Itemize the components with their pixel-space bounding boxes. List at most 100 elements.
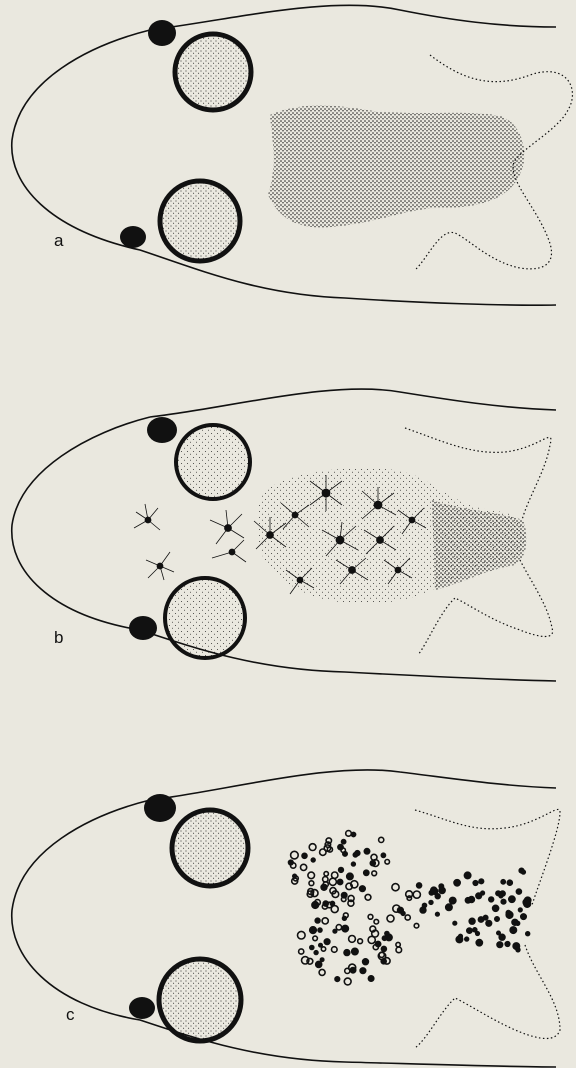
nostril [144, 794, 176, 822]
pigment-spot [313, 936, 318, 941]
nostril [147, 417, 177, 443]
pigment-spot [341, 892, 347, 898]
pigment-spot [372, 871, 377, 876]
pigment-spot [301, 864, 307, 870]
pigment-spot [381, 853, 386, 858]
pigment-spot [309, 945, 314, 950]
pigment-spot [396, 947, 402, 953]
pigment-spot [384, 931, 389, 936]
pigment-spot [368, 914, 373, 919]
pigment-spot [368, 975, 374, 981]
pigment-spot [323, 901, 329, 907]
eye [176, 425, 250, 499]
eye [175, 34, 251, 110]
pigment-spot [288, 860, 294, 866]
pigment-spot [351, 862, 356, 867]
pigment-spot [488, 897, 494, 903]
pigment-spot [322, 918, 328, 924]
pigment-spot [321, 947, 325, 951]
pigment-spot [458, 934, 463, 939]
eye [160, 181, 240, 261]
pigment-spot [379, 837, 384, 842]
head-outline-top [150, 389, 556, 417]
pigment-spot [350, 967, 356, 973]
pigment-spot [501, 879, 506, 884]
pigment-spot [324, 872, 328, 876]
head-outline [12, 800, 556, 1067]
pigment-spot [320, 958, 324, 962]
pigment-spot [311, 901, 319, 909]
pigment-spot [476, 939, 483, 946]
pigment-spot [331, 906, 338, 913]
pigment-spot [309, 926, 317, 934]
melanophore [212, 540, 246, 562]
pigment-spot [435, 912, 440, 917]
pigment-spot [396, 942, 400, 946]
pigment-spot [525, 931, 530, 936]
pigment-spot [449, 897, 456, 904]
pigment-spot [342, 916, 347, 921]
pigment-spot [505, 941, 511, 947]
pigment-spot [351, 832, 356, 837]
pigment-spot [358, 939, 363, 944]
pigment-spot [344, 949, 351, 956]
pigment-spot [308, 872, 315, 879]
pigment-spot [309, 844, 316, 851]
pigment-spot [518, 908, 523, 913]
pigment-spot [341, 839, 346, 844]
pigment-spot [329, 878, 336, 885]
pigment-spot [368, 936, 375, 943]
pigment-spot [311, 858, 316, 863]
pigment-spot [299, 949, 304, 954]
pigment-spot [363, 870, 369, 876]
pigment-spot [319, 969, 325, 975]
pigment-spot [332, 947, 338, 953]
pigment-spot [370, 860, 376, 866]
nostril [148, 20, 176, 46]
pigment-spot [362, 958, 369, 965]
pigment-spot [506, 910, 511, 915]
pigment-spot [341, 848, 345, 852]
pigment-spot [479, 879, 485, 885]
pigment-spot [416, 882, 422, 888]
pigment-spot [483, 915, 488, 920]
pigment-spot [353, 852, 358, 857]
nostril [129, 616, 157, 640]
pigment-spot [475, 893, 482, 900]
panel-label: a [54, 231, 64, 250]
pigment-spot [414, 923, 419, 928]
pigment-spot [298, 931, 306, 939]
pigment-spot [344, 978, 351, 985]
head-outline-top [150, 5, 556, 30]
eye [165, 578, 245, 658]
pigment-spot [346, 873, 353, 880]
pigment-spot [464, 937, 469, 942]
pigment-spot [516, 889, 522, 895]
pigment-spot [420, 907, 427, 914]
pigment-spot [520, 913, 526, 919]
pigment-spot [512, 919, 519, 926]
pigment-spot [360, 967, 367, 974]
pigment-spot [330, 901, 335, 906]
pigment-spot [510, 926, 517, 933]
pigment-spot [315, 918, 321, 924]
pigment-spot [508, 896, 515, 903]
pigment-spot [435, 893, 441, 899]
pigment-spots [288, 831, 531, 985]
pigment-spot [507, 880, 513, 886]
pigment-spot [499, 934, 506, 941]
pigment-tail [432, 500, 526, 590]
pigment-spot [381, 946, 387, 952]
pigment-spot [359, 885, 366, 892]
pigment-spot [454, 879, 461, 886]
panel-label: b [54, 628, 63, 647]
melanophore [134, 504, 160, 530]
pigment-spot [385, 860, 390, 865]
pigment-spot [516, 947, 521, 952]
pigment-spot [465, 897, 471, 903]
melanophore [210, 510, 244, 544]
pigment-spot [375, 941, 381, 947]
pigment-spot [318, 928, 323, 933]
pigment-spot [335, 976, 341, 982]
